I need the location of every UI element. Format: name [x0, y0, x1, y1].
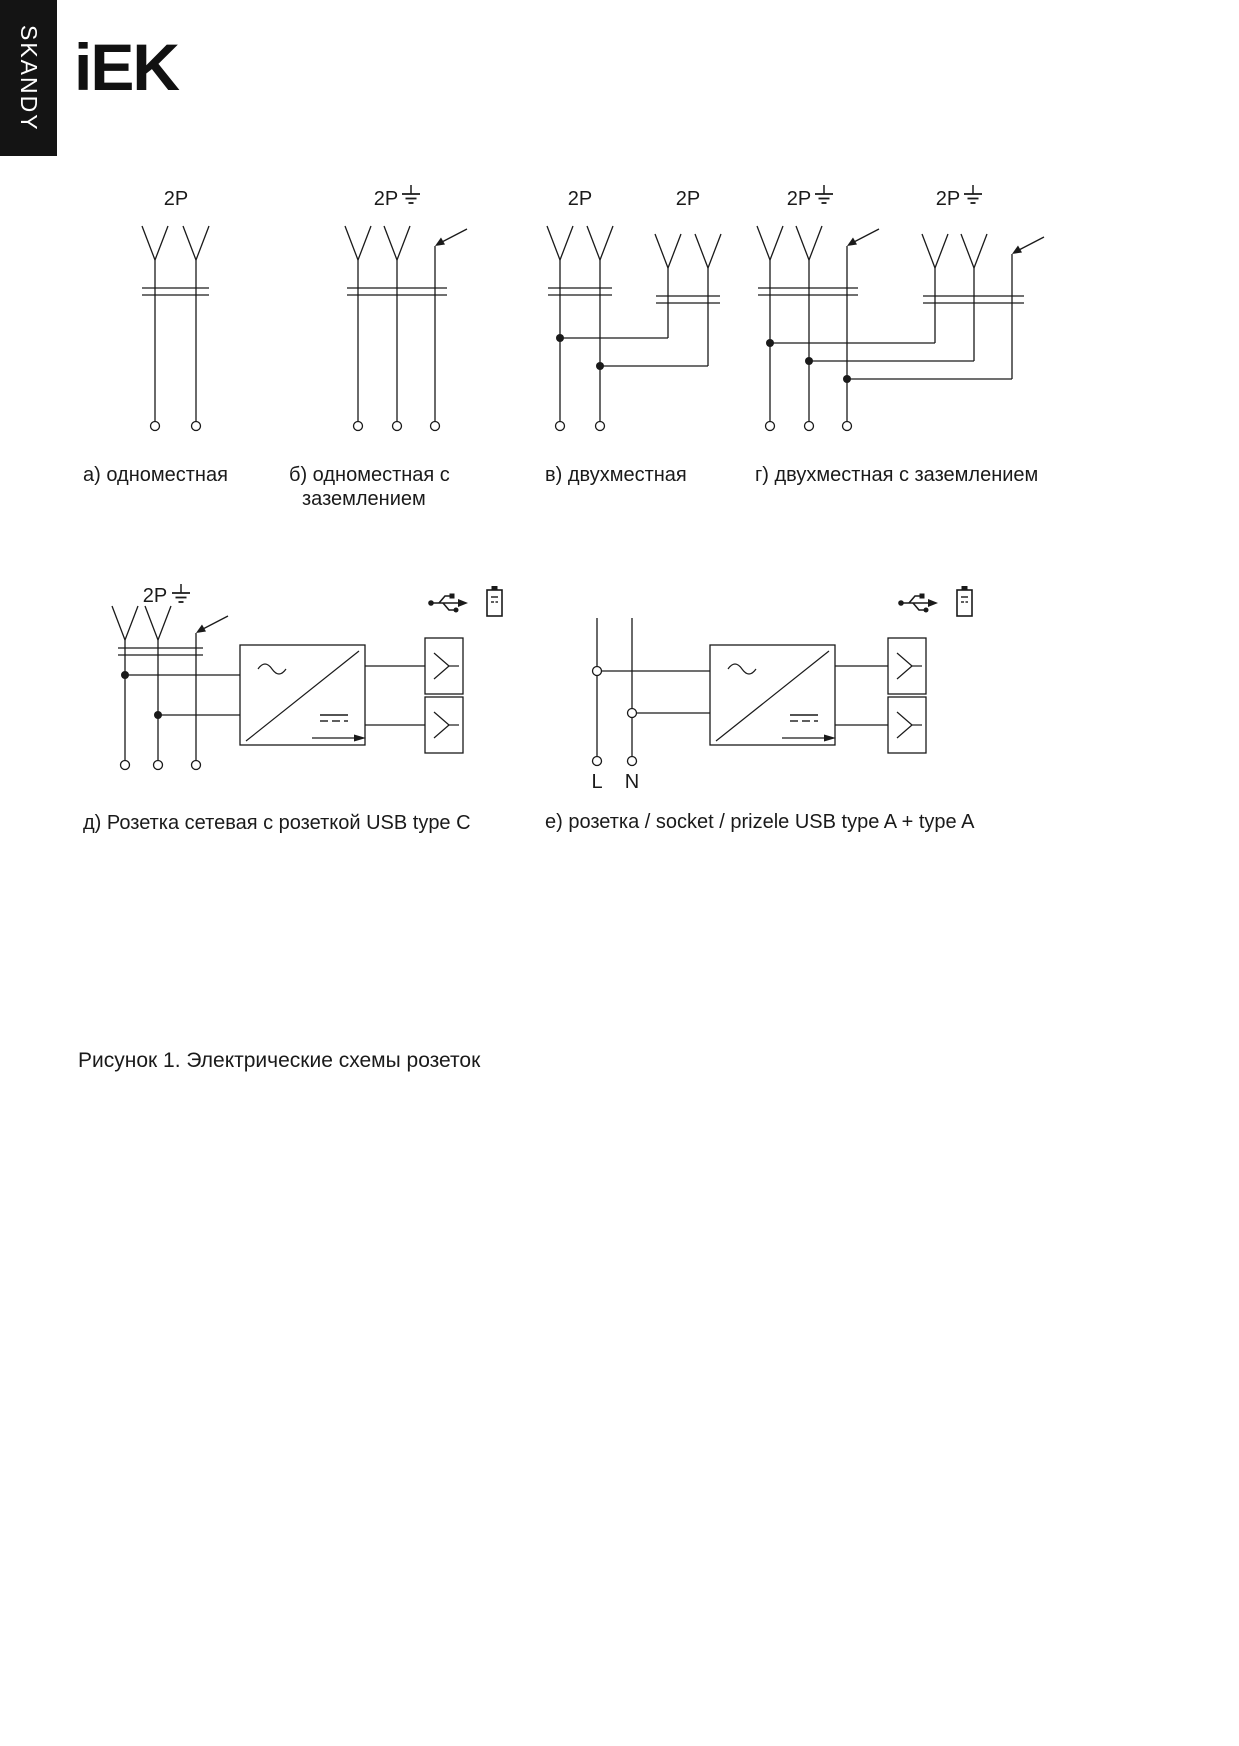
terminal-circle — [152, 759, 164, 771]
terminal-circle — [626, 707, 638, 719]
ground-contact-arrow-icon — [434, 228, 468, 247]
ground-icon — [401, 184, 421, 204]
plug-contact-icon — [344, 225, 372, 261]
junction-dot — [121, 671, 129, 679]
ground-contact-arrow-icon — [1011, 236, 1045, 255]
plug-contact-icon — [141, 225, 169, 261]
series-tab: SKANDY — [0, 0, 57, 156]
plug-contact-icon — [756, 225, 784, 261]
pole-label-left: 2P — [787, 188, 811, 210]
ground-contact-arrow-icon — [846, 228, 880, 247]
line-label: L — [591, 771, 602, 793]
terminal-circle — [190, 759, 202, 771]
pole-label-right: 2P — [936, 188, 960, 210]
brand-logo-text: iEK — [74, 30, 180, 104]
ac-dc-converter-box — [709, 644, 837, 746]
caption-v: в) двухместная — [545, 464, 687, 486]
plug-contact-icon — [586, 225, 614, 261]
ground-icon — [171, 583, 191, 603]
plug-contact-icon — [111, 605, 139, 641]
socket-wires — [548, 260, 720, 421]
junction-dot — [154, 711, 162, 719]
ground-icon — [963, 184, 983, 204]
usb-output-box — [424, 696, 464, 754]
diagram-b-single-socket-grounded: 2P — [344, 184, 468, 432]
usb-output-box — [887, 637, 927, 695]
terminal-circle — [391, 420, 403, 432]
socket-wires — [596, 618, 888, 756]
neutral-label: N — [625, 771, 639, 793]
terminal-circle — [626, 755, 638, 767]
brand-logo: iEK — [74, 34, 180, 100]
caption-a: а) одноместная — [83, 464, 228, 486]
junction-dot — [596, 362, 604, 370]
plug-contact-icon — [546, 225, 574, 261]
junction-dot — [805, 357, 813, 365]
socket-wires — [142, 260, 209, 421]
diagram-a-single-socket: 2P — [141, 188, 210, 432]
plug-contact-icon — [960, 233, 988, 269]
socket-wires — [118, 633, 425, 760]
pole-label-left: 2P — [568, 188, 592, 210]
ground-contact-arrow-icon — [195, 615, 229, 634]
battery-icon — [486, 585, 503, 617]
terminal-circle — [591, 755, 603, 767]
usb-icon — [427, 592, 469, 614]
terminal-circle — [803, 420, 815, 432]
terminal-circle — [119, 759, 131, 771]
usb-icon — [897, 592, 939, 614]
terminal-circle — [352, 420, 364, 432]
terminal-circle — [591, 665, 603, 677]
diagram-e-socket-usb-a: L N — [591, 585, 973, 793]
plug-contact-icon — [654, 233, 682, 269]
terminal-circle — [554, 420, 566, 432]
plug-contact-icon — [383, 225, 411, 261]
caption-g: г) двухместная с заземлением — [755, 464, 1039, 486]
pole-label-right: 2P — [676, 188, 700, 210]
terminal-circle — [149, 420, 161, 432]
plug-contact-icon — [694, 233, 722, 269]
socket-wires — [347, 246, 447, 421]
diagram-g-double-socket-grounded: 2P 2P — [756, 184, 1045, 432]
terminal-circle — [190, 420, 202, 432]
plug-contact-icon — [795, 225, 823, 261]
terminal-circle — [764, 420, 776, 432]
junction-dot — [556, 334, 564, 342]
pole-label: 2P — [374, 188, 398, 210]
usb-output-box — [887, 696, 927, 754]
figure-caption: Рисунок 1. Электрические схемы розеток — [78, 1049, 481, 1072]
usb-output-box — [424, 637, 464, 695]
junction-dot — [843, 375, 851, 383]
terminal-circle — [594, 420, 606, 432]
caption-e: е) розетка / socket / prizele USB type A… — [545, 811, 975, 833]
plug-contact-icon — [144, 605, 172, 641]
plug-contact-icon — [182, 225, 210, 261]
caption-b: б) одноместная с заземлением — [289, 463, 450, 512]
battery-icon — [956, 585, 973, 617]
caption-d: д) Розетка сетевая с розеткой USB type C — [83, 812, 471, 834]
plug-contact-icon — [921, 233, 949, 269]
pole-label: 2P — [143, 585, 167, 607]
diagram-v-double-socket: 2P 2P — [546, 188, 722, 432]
terminal-circle — [429, 420, 441, 432]
caption-b-line1: б) одноместная с — [289, 464, 450, 486]
pole-label: 2P — [164, 188, 188, 210]
terminal-circle — [841, 420, 853, 432]
ac-dc-converter-box — [239, 644, 367, 746]
diagram-d-socket-usb-c: 2P — [111, 583, 503, 771]
socket-wires — [758, 246, 1024, 421]
caption-b-line2: заземлением — [302, 488, 426, 511]
series-tab-label: SKANDY — [16, 24, 42, 132]
ground-icon — [814, 184, 834, 204]
junction-dot — [766, 339, 774, 347]
